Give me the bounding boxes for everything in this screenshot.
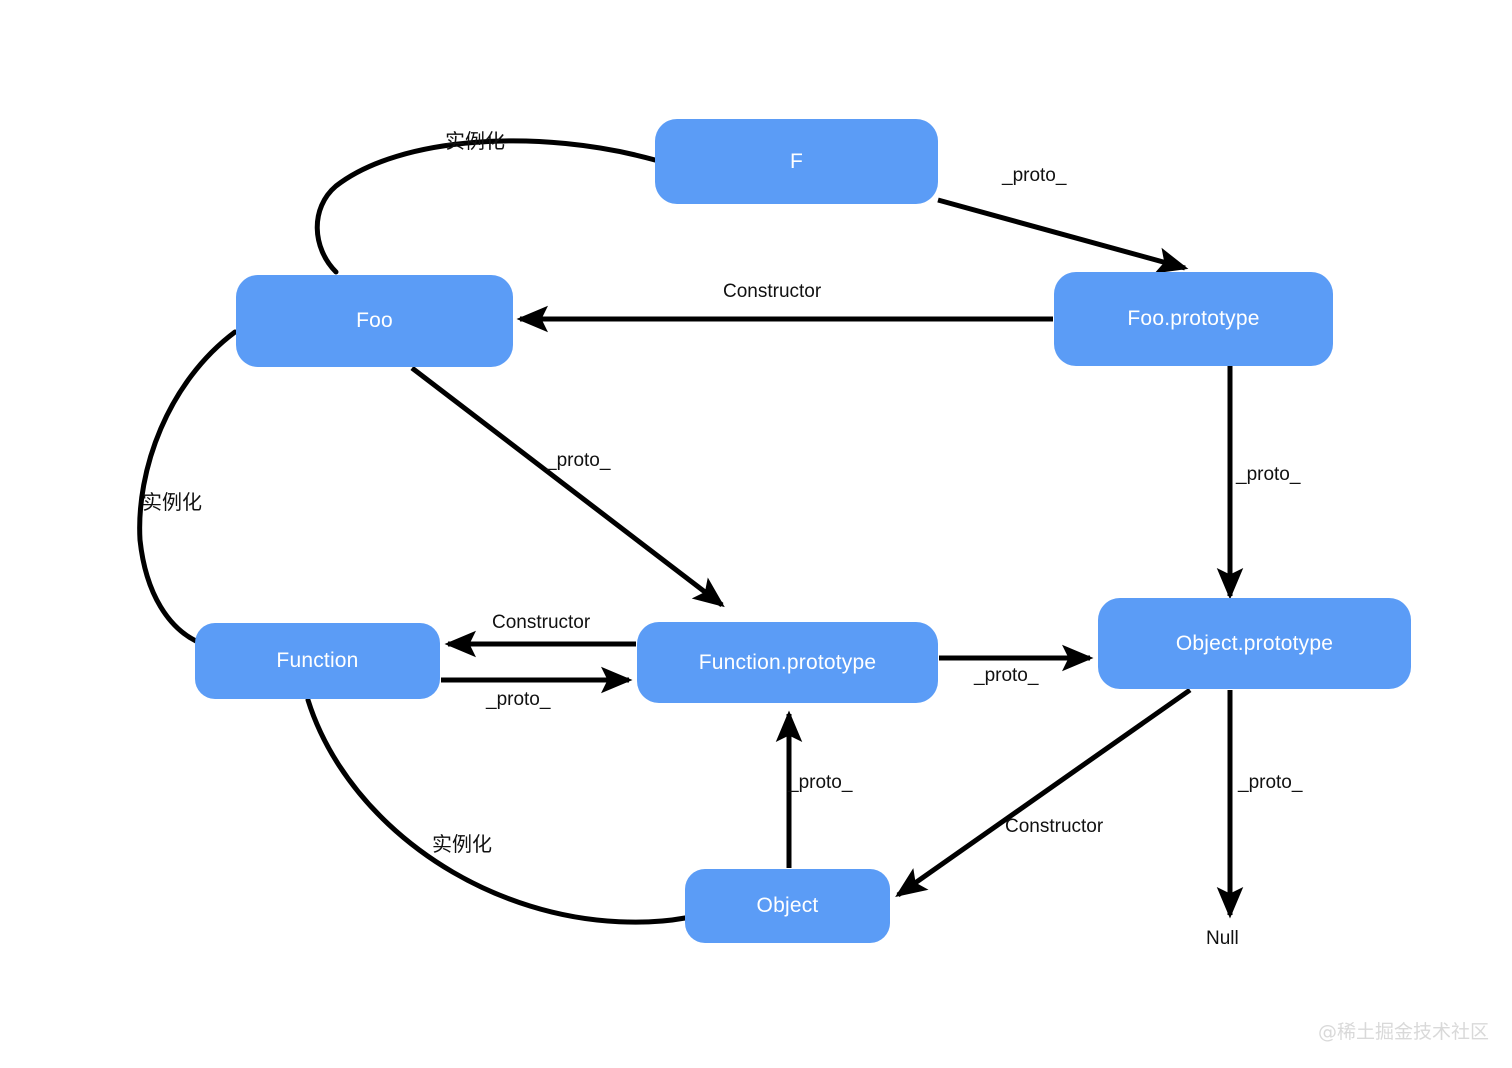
node-object[interactable]: Object: [685, 869, 890, 943]
edge-label-functionprototype-to-function: Constructor: [492, 612, 591, 633]
node-foo-prototype-label: Foo.prototype: [1127, 307, 1260, 330]
terminal-null: Null: [1206, 928, 1239, 949]
node-function-label: Function: [276, 649, 359, 672]
node-function-prototype[interactable]: Function.prototype: [637, 622, 938, 703]
edge-label-foo-to-functionprototype: _proto_: [546, 450, 611, 471]
node-object-prototype[interactable]: Object.prototype: [1098, 598, 1411, 689]
watermark: @稀土掘金技术社区: [1318, 1021, 1490, 1043]
edge-objectprototype-to-object: [895, 687, 1192, 898]
edge-label-functionprototype-to-objectprototype: _proto_: [974, 665, 1039, 686]
node-function-prototype-label: Function.prototype: [698, 650, 877, 674]
edge-label-objectprototype-to-null: _proto_: [1238, 772, 1303, 793]
node-f-label: F: [789, 149, 804, 173]
edge-label-object-to-functionprototype: _proto_: [788, 772, 853, 793]
edge-foo-to-functionprototype: [410, 366, 725, 608]
edge-foo-to-function: [137, 329, 238, 644]
edge-label-foo-to-function: 实例化: [142, 490, 202, 514]
edge-label-f-to-foo: 实例化: [445, 129, 505, 153]
node-object-label: Object: [756, 894, 819, 917]
node-function[interactable]: Function: [195, 623, 440, 699]
node-foo[interactable]: Foo: [236, 275, 513, 367]
edge-f-to-fooprototype: [937, 197, 1189, 274]
edge-label-function-to-functionprototype: _proto_: [486, 689, 551, 710]
edge-label-objectprototype-to-object: Constructor: [1005, 816, 1104, 837]
node-f[interactable]: F: [655, 119, 938, 204]
node-object-prototype-label: Object.prototype: [1175, 631, 1334, 655]
node-foo-prototype[interactable]: Foo.prototype: [1054, 272, 1333, 366]
edge-label-f-to-fooprototype: _proto_: [1002, 165, 1067, 186]
edge-function-to-object: [305, 697, 688, 925]
node-foo-label: Foo: [356, 309, 393, 332]
edge-label-function-to-object: 实例化: [432, 832, 492, 856]
edge-label-fooprototype-to-objectprototype: _proto_: [1236, 464, 1301, 485]
edge-f-to-foo: [314, 138, 658, 275]
edge-label-fooprototype-to-foo: Constructor: [723, 281, 822, 302]
